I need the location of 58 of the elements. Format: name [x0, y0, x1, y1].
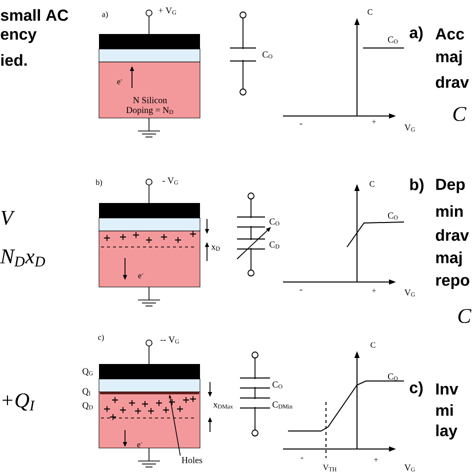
tick-label: +	[372, 120, 376, 124]
capacitance-label: C$_{O}$	[270, 218, 280, 226]
explanation-text: drav	[436, 229, 469, 241]
equation-text: V	[1, 210, 16, 226]
explanation-text: repo	[436, 277, 470, 289]
electron-label: e$^{-}$	[138, 274, 144, 278]
capacitance-label: C$_{O}$	[262, 52, 272, 59]
item-letter: a)	[410, 26, 423, 42]
explanation-text: min	[436, 205, 463, 217]
explanation-text: mi	[436, 404, 453, 416]
equation-text: +Q$_{I}$	[2, 393, 35, 411]
electron-label: e$^{-}$	[137, 442, 142, 448]
explanation-text: maj	[436, 252, 462, 266]
capacitance-label: C$_{O}$	[388, 212, 398, 220]
axis-label: C	[368, 9, 372, 15]
heading-text: small AC	[0, 9, 68, 21]
explanation-text: Dep	[436, 178, 465, 194]
voltage-label: - V$_{G}$	[162, 178, 178, 184]
item-letter: b)	[410, 178, 424, 194]
axis-label: V$_{G}$	[404, 124, 415, 132]
axis-label: V$_{G}$	[404, 464, 415, 472]
material-label: Doping = N$_{D}$	[126, 107, 174, 115]
axis-label: V$_{G}$	[404, 290, 415, 296]
charge-label: Q$_{I}$	[82, 388, 90, 396]
capacitance-label: C$_{DMin}$	[272, 402, 292, 408]
panel-label: c)	[98, 334, 104, 342]
equation-text: C	[458, 308, 472, 324]
capacitance-label: C$_{D}$	[270, 242, 280, 248]
panel-label: a)	[102, 11, 108, 19]
tick-label: +	[374, 458, 378, 462]
charge-label: Q$_{D}$	[82, 402, 93, 410]
tick-label: +	[372, 288, 376, 292]
axis-label: V$_{TH}$	[322, 464, 336, 472]
electron-label: e$^{-}$	[117, 80, 122, 84]
explanation-text: maj	[436, 50, 462, 66]
voltage-label: + V$_{G}$	[158, 8, 176, 14]
item-letter: c)	[410, 382, 423, 396]
label-text: Holes	[182, 456, 202, 464]
explanation-text: drav	[436, 76, 469, 88]
equation-text: N$_{D}$x$_{D}$	[0, 250, 46, 266]
axis-label: C	[370, 181, 374, 187]
capacitance-label: C$_{O}$	[388, 36, 398, 44]
heading-text: ied.	[1, 54, 27, 66]
voltage-label: -- V$_{G}$	[160, 336, 180, 344]
charge-label: Q$_{G}$	[82, 368, 93, 376]
explanation-text: lay	[436, 424, 458, 440]
capacitance-label: C$_{O}$	[272, 382, 282, 389]
dimension-label: x$_{DMax}$	[213, 403, 233, 409]
capacitance-label: C$_{O}$	[388, 374, 398, 381]
explanation-text: Acc	[436, 28, 464, 40]
inversion-layer	[100, 392, 199, 394]
material-label: N Silicon	[133, 96, 167, 104]
heading-text: ency	[0, 31, 37, 43]
equation-text: C	[453, 106, 466, 122]
dimension-label: x$_{D}$	[211, 245, 220, 251]
panel-label: b)	[96, 179, 102, 187]
explanation-text: Inv	[436, 384, 458, 394]
axis-label: C	[370, 342, 376, 348]
